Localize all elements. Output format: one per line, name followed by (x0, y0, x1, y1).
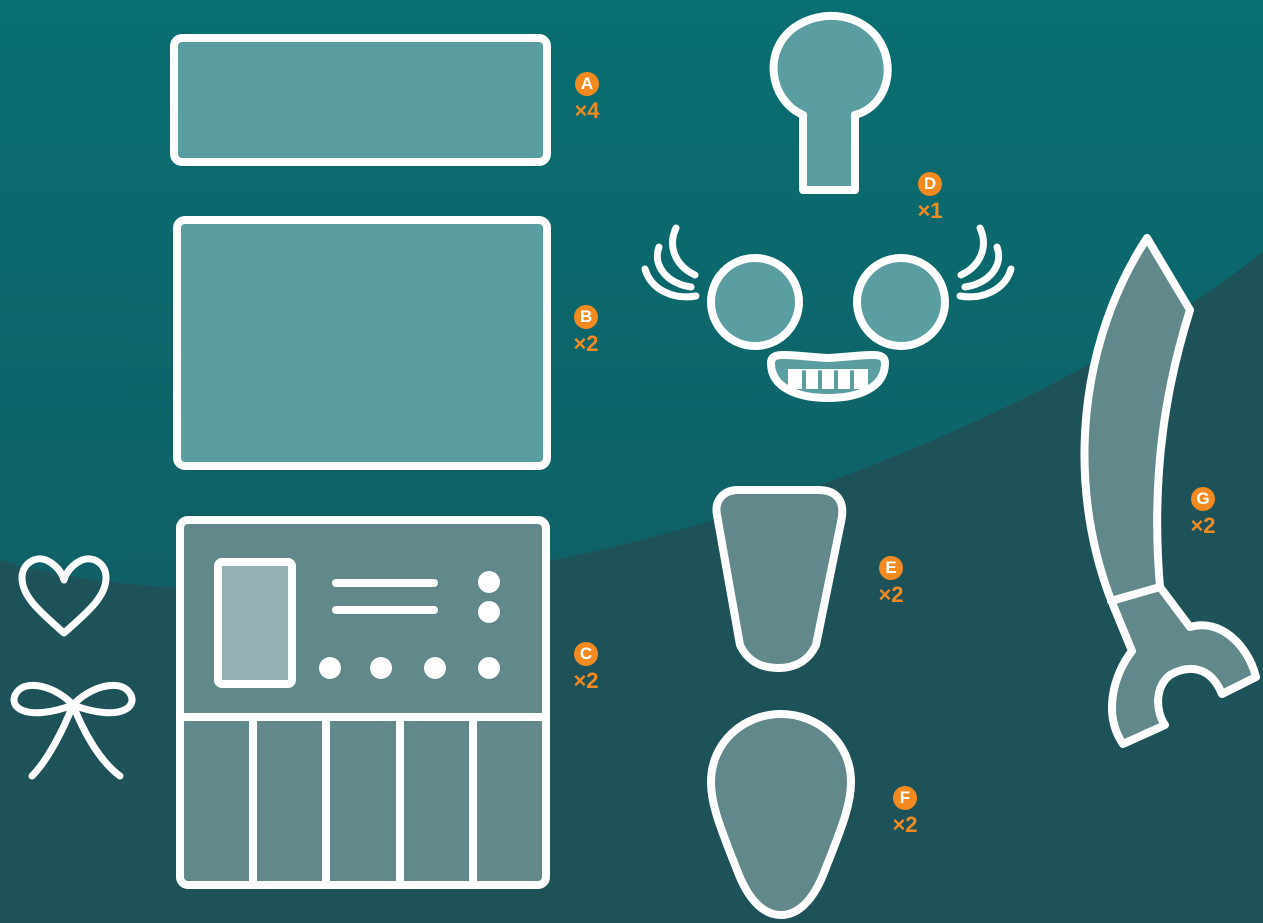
part-a-letter: A (575, 72, 599, 96)
label-part-d: D ×1 (910, 172, 950, 222)
part-a-quantity: ×4 (567, 100, 607, 122)
part-d-mouth (771, 355, 885, 398)
part-d-quantity: ×1 (910, 200, 950, 222)
part-f-letter: F (893, 786, 917, 810)
part-b-quantity: ×2 (566, 333, 606, 355)
part-f-quantity: ×2 (885, 814, 925, 836)
part-e-letter: E (879, 556, 903, 580)
part-b-rectangle (177, 220, 547, 466)
part-c-letter: C (574, 642, 598, 666)
part-g-quantity: ×2 (1183, 515, 1223, 537)
part-c-quantity: ×2 (566, 670, 606, 692)
part-g-letter: G (1191, 487, 1215, 511)
part-d-right-eye (857, 258, 945, 346)
label-part-f: F ×2 (885, 786, 925, 836)
label-part-b: B ×2 (566, 305, 606, 355)
part-d-letter: D (918, 172, 942, 196)
label-part-a: A ×4 (567, 72, 607, 122)
part-e-quantity: ×2 (871, 584, 911, 606)
label-part-g: G ×2 (1183, 487, 1223, 537)
part-a-rectangle (174, 38, 547, 162)
part-d-left-eye (711, 258, 799, 346)
label-part-e: E ×2 (871, 556, 911, 606)
label-part-c: C ×2 (566, 642, 606, 692)
part-b-letter: B (574, 305, 598, 329)
